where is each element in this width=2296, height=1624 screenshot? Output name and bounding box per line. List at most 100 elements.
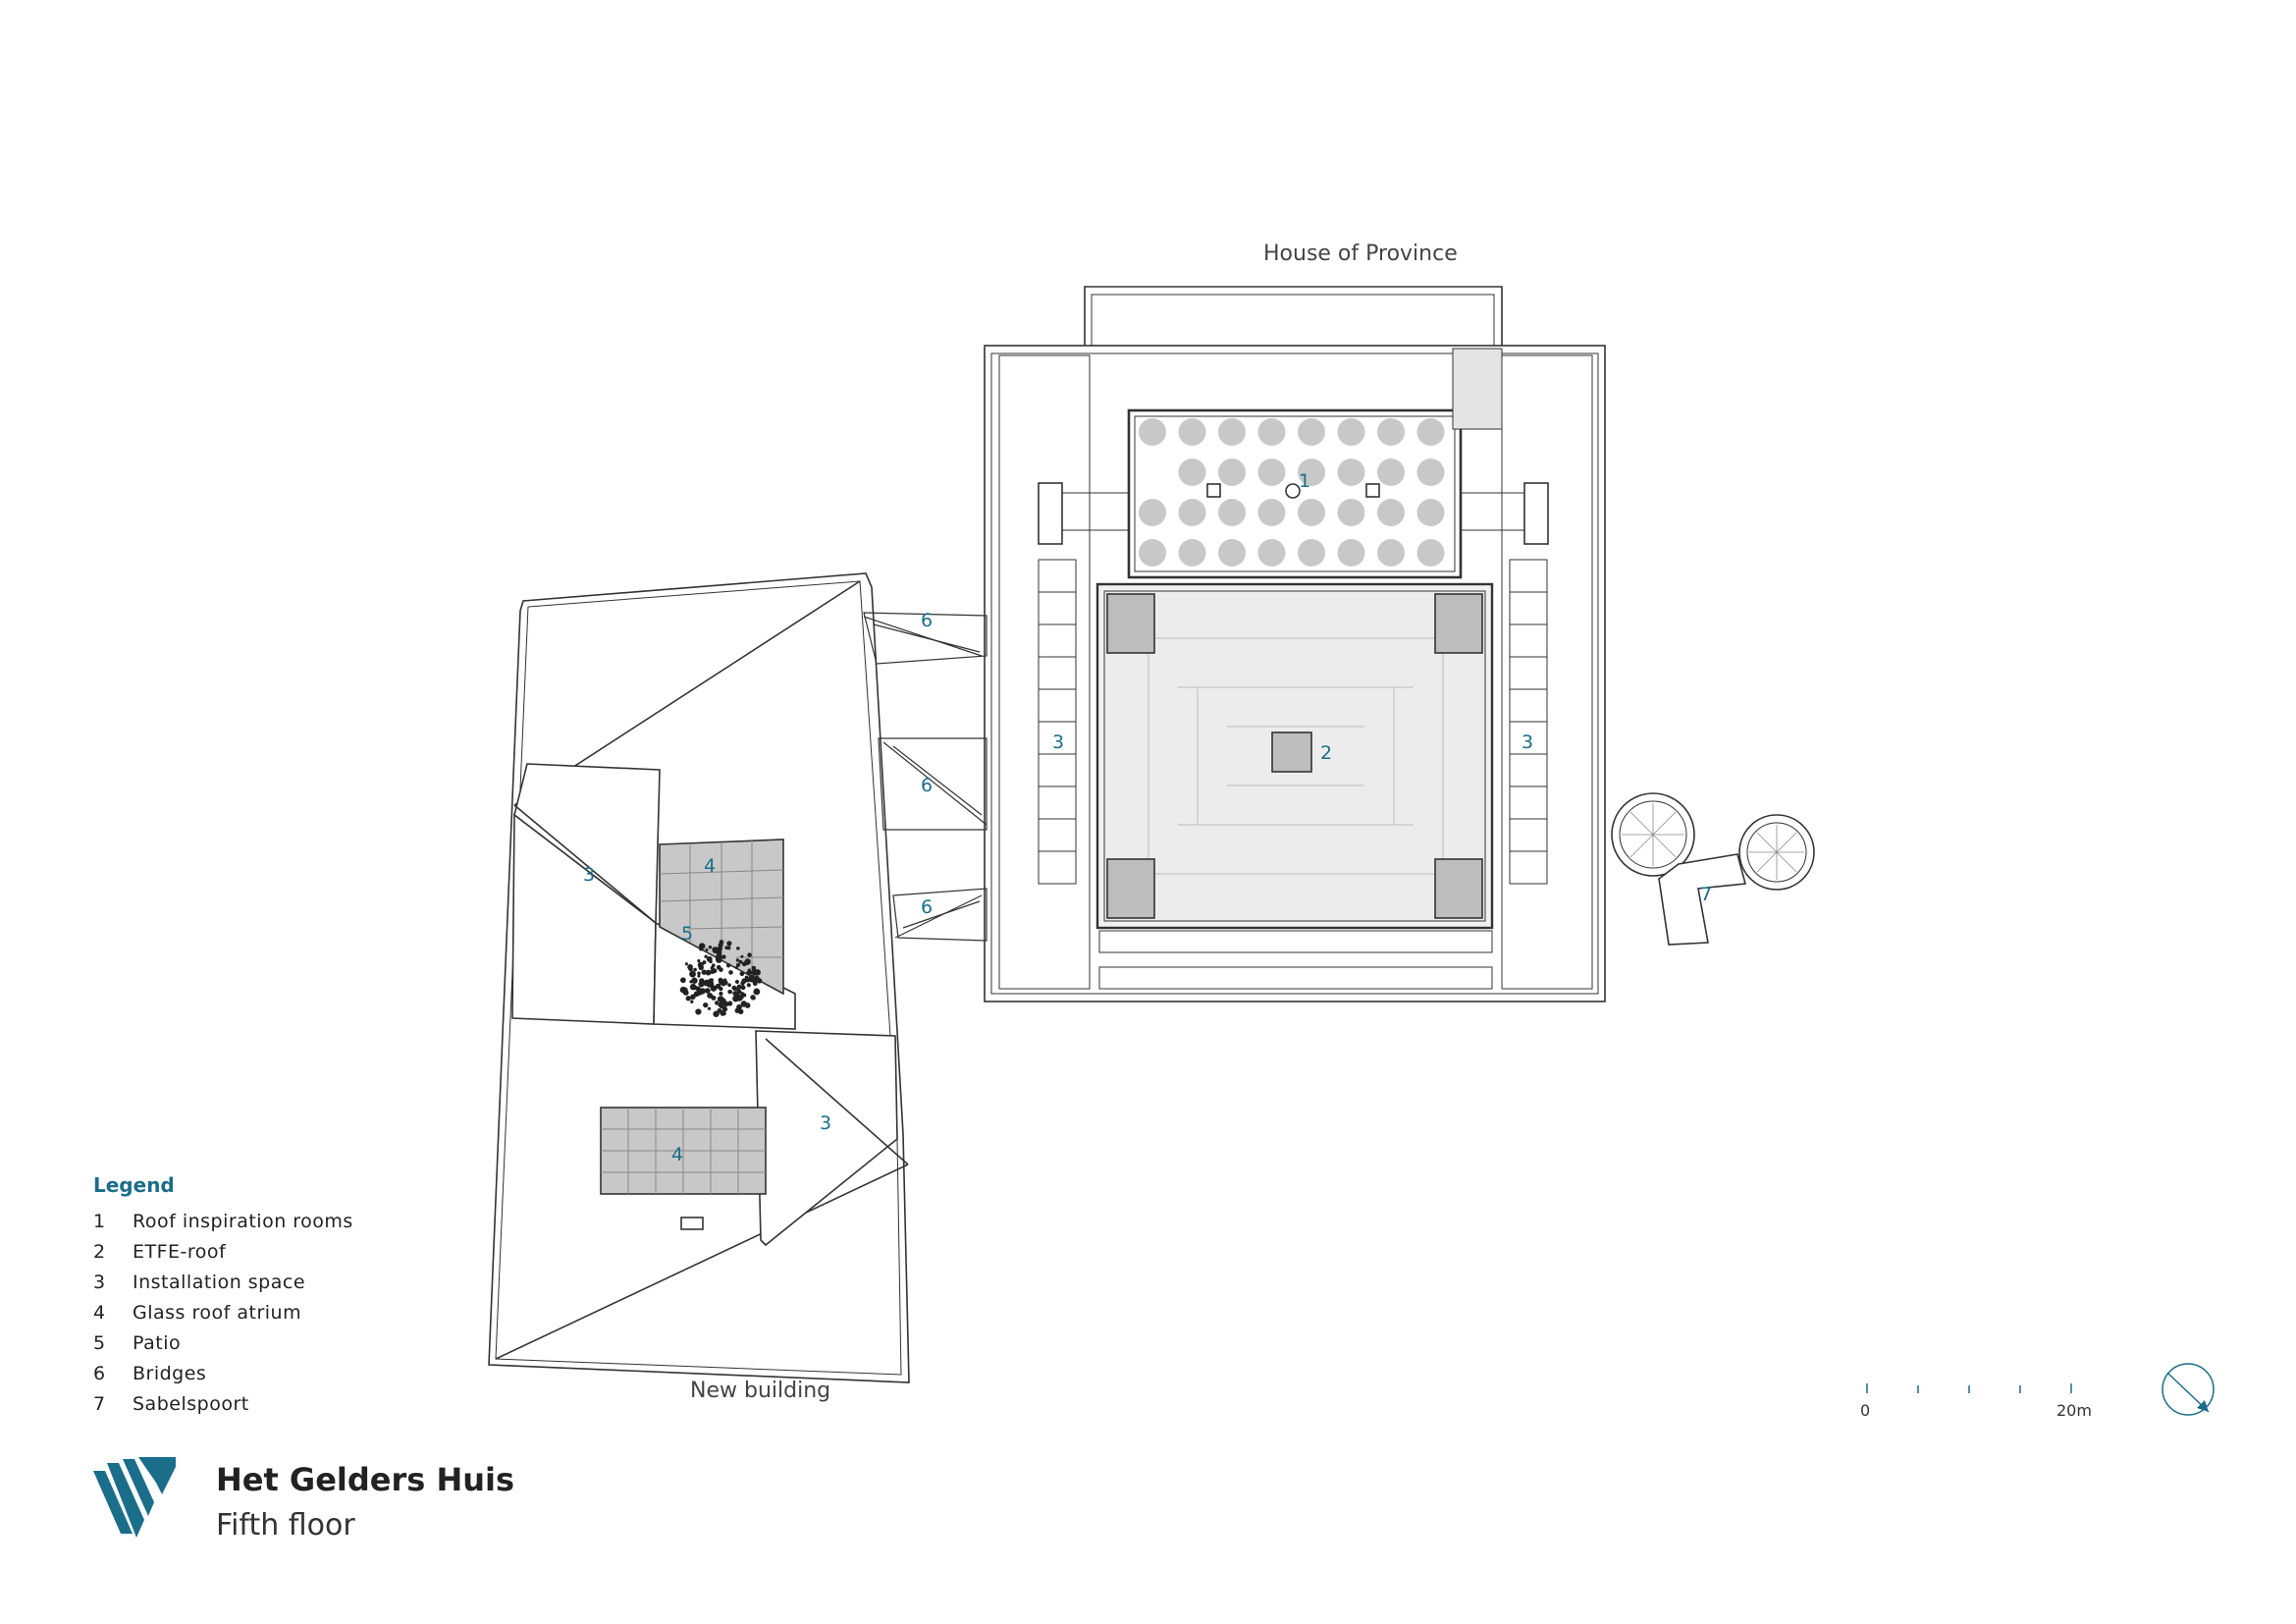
legend-label: Patio [133, 1332, 182, 1354]
tree-leaf [739, 971, 745, 977]
seat-table [1377, 418, 1405, 446]
tree-leaf [752, 981, 758, 987]
tree-leaf [718, 1001, 723, 1007]
tree-leaf [720, 1010, 725, 1016]
tree-leaf [721, 1006, 728, 1012]
tree-leaf [727, 1001, 733, 1006]
legend-number: 3 [93, 1272, 106, 1293]
legend-label: Installation space [133, 1272, 306, 1293]
tree-leaf [721, 954, 726, 959]
tree-leaf [696, 989, 703, 996]
side-bay [1038, 591, 1077, 625]
scale-bar: 0 20m [1860, 1380, 2096, 1420]
tree-leaf [687, 964, 693, 970]
gelders-huis-logo [93, 1457, 176, 1538]
seat-table [1377, 459, 1405, 486]
tree-leaf [725, 963, 731, 968]
tree-leaf [693, 967, 697, 972]
zone-number: 6 [921, 775, 933, 796]
legend-number: 7 [93, 1393, 106, 1415]
tree-leaf [719, 991, 723, 997]
tree-leaf [745, 977, 751, 983]
tree-leaf [703, 1001, 709, 1008]
tree-leaf [744, 958, 751, 965]
zone-number: 1 [1299, 470, 1310, 492]
new-building-outline [488, 572, 910, 1383]
tree-leaf [738, 959, 743, 964]
side-bay [1509, 591, 1548, 625]
seat-table [1218, 499, 1246, 526]
side-bay [1038, 656, 1077, 690]
tree-leaf [689, 983, 697, 991]
tree-leaf [753, 988, 761, 996]
seat-table [1178, 418, 1206, 446]
side-bay [1509, 785, 1548, 820]
side-bay [1509, 753, 1548, 787]
scale-end: 20m [2056, 1401, 2092, 1420]
tree-leaf [751, 996, 756, 1001]
tree-leaf [682, 990, 689, 996]
seat-table [1139, 418, 1166, 446]
tree-leaf [740, 985, 746, 991]
tree-leaf [707, 1006, 712, 1010]
seat-table [1337, 418, 1365, 446]
seat-table [1257, 499, 1286, 526]
tree-leaf [710, 969, 715, 975]
zone-number: 4 [671, 1144, 683, 1165]
legend-number: 4 [93, 1302, 106, 1324]
side-bay [1509, 623, 1548, 658]
tree-leaf [717, 948, 722, 954]
tree-leaf [690, 1000, 694, 1003]
north-arrow-icon [2162, 1363, 2215, 1416]
side-bay [1038, 785, 1077, 820]
tree-leaf [741, 993, 746, 998]
legend-label: Roof inspiration rooms [133, 1211, 353, 1232]
tree-leaf [719, 940, 724, 945]
legend-title: Legend [93, 1173, 175, 1197]
legend-number: 1 [93, 1211, 106, 1232]
tree-leaf [714, 1001, 720, 1005]
tree-leaf [724, 946, 729, 950]
tree-leaf [702, 960, 707, 965]
tree-leaf [706, 955, 713, 962]
legend-item: 7 Sabelspoort [93, 1393, 353, 1424]
legend-label: Sabelspoort [133, 1393, 249, 1415]
bridges [863, 612, 988, 942]
tree-leaf [723, 978, 727, 982]
tree-leaf [698, 964, 704, 971]
sabelspoort [1611, 792, 1815, 946]
seat-table [1257, 459, 1286, 486]
tree-leaf [717, 996, 724, 1003]
zone-number: 2 [1320, 742, 1332, 764]
side-bay [1509, 850, 1548, 885]
zone-number: 5 [681, 923, 693, 945]
tree-leaf [719, 967, 723, 972]
tree-leaf [733, 987, 738, 992]
side-bay [1038, 818, 1077, 852]
legend-label: ETFE-roof [133, 1241, 227, 1263]
tree-leaf [697, 971, 701, 976]
seat-table [1178, 499, 1206, 526]
tree-leaf [698, 943, 706, 949]
tree-leaf [735, 962, 740, 967]
tree-leaf [747, 952, 752, 957]
side-bay [1509, 688, 1548, 723]
tree-leaf [705, 969, 712, 976]
tree-leaf [734, 965, 738, 970]
tree-leaf [740, 1001, 748, 1007]
tree-leaf [697, 974, 701, 978]
zone-number: 3 [1052, 731, 1064, 753]
side-bay [1509, 656, 1548, 690]
side-bay [1038, 753, 1077, 787]
tree-leaf [746, 983, 751, 988]
seat-table [1257, 539, 1286, 567]
seat-table [1139, 539, 1166, 567]
tree-leaf [711, 963, 716, 968]
tree-leaf [683, 987, 687, 991]
tree-leaf [689, 970, 696, 978]
tree-leaf [704, 954, 708, 958]
seat-table [1416, 418, 1445, 446]
